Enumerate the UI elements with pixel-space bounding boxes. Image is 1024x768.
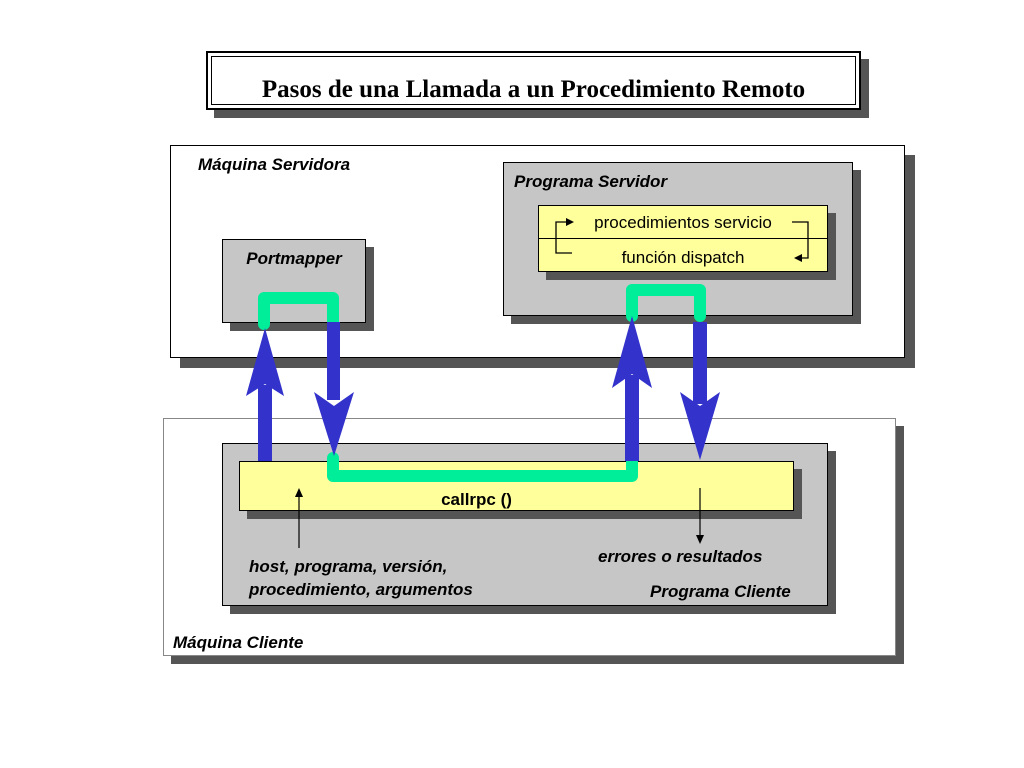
arrow-up-to-portmapper — [246, 328, 284, 461]
arrow-down-from-portmapper — [314, 322, 354, 456]
server-machine-label: Máquina Servidora — [198, 155, 351, 174]
portmapper-label: Portmapper — [246, 249, 342, 268]
callrpc-label: callrpc () — [441, 490, 512, 509]
arrow-down-from-server — [680, 322, 720, 460]
portmapper-box — [222, 239, 366, 323]
page-title: Pasos de una Llamada a un Procedimiento … — [261, 76, 806, 103]
input-params-line1: host, programa, versión, — [249, 557, 448, 576]
client-link — [327, 452, 638, 482]
title-frame: Pasos de una Llamada a un Procedimiento … — [206, 51, 861, 110]
output-label: errores o resultados — [598, 547, 763, 566]
service-procedures-label: procedimientos servicio — [594, 213, 772, 232]
dispatch-cycle-icon — [555, 221, 809, 259]
server-link — [626, 284, 706, 322]
portmapper-link — [258, 292, 339, 330]
blue-arrows — [246, 316, 720, 461]
dispatch-function-label: función dispatch — [621, 248, 745, 267]
arrow-up-to-server — [612, 316, 652, 461]
output-arrowhead — [696, 535, 704, 544]
client-machine-label: Máquina Cliente — [173, 633, 304, 652]
client-program-label: Programa Cliente — [650, 582, 791, 601]
green-links — [258, 284, 706, 482]
server-procedures-divider — [538, 238, 828, 239]
input-params-line2: procedimiento, argumentos — [249, 580, 473, 599]
title-inner-border — [211, 56, 856, 105]
param-arrows — [295, 488, 704, 548]
input-arrowhead — [295, 488, 303, 497]
dispatch-cycle-arrowheads — [566, 218, 802, 262]
server-program-label: Programa Servidor — [514, 172, 668, 191]
